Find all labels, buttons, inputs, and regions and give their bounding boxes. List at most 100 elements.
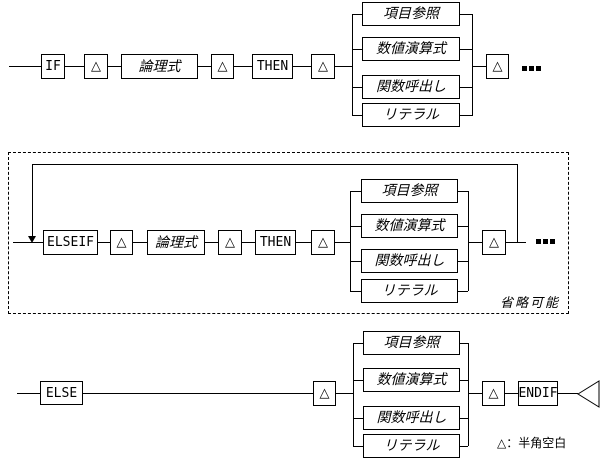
then-keyword-node: THEN	[255, 230, 296, 255]
connector-line	[353, 343, 363, 344]
connector-line	[458, 261, 468, 262]
space-node: △	[482, 381, 505, 406]
space-node: △	[313, 381, 336, 406]
endif-keyword-node: ENDIF	[518, 381, 558, 406]
space-triangle-icon: △	[91, 59, 101, 74]
connector-line	[506, 242, 526, 243]
space-triangle-icon: △	[319, 386, 330, 401]
space-node: △	[311, 54, 335, 79]
loop-line-left	[32, 164, 33, 236]
option-node-numeric-expression: 数値演算式	[361, 214, 458, 238]
connector-line	[468, 242, 482, 243]
connector-line	[472, 66, 486, 67]
connector-line	[460, 49, 472, 50]
space-node: △	[486, 54, 509, 79]
connector-line	[336, 393, 353, 394]
branch-rail-right	[468, 191, 469, 291]
option-node-function-call: 関数呼出し	[363, 406, 460, 430]
space-node: △	[218, 230, 242, 255]
space-triangle-icon: △	[217, 59, 228, 74]
connector-line	[460, 343, 468, 344]
connector-line	[460, 446, 468, 447]
connector-line	[352, 14, 362, 15]
then-keyword-node: THEN	[252, 54, 293, 79]
item-reference-label: 項目参照	[383, 6, 439, 22]
numeric-expression-label: 数値演算式	[376, 41, 446, 57]
option-node-item-reference: 項目参照	[362, 2, 460, 26]
branch-rail-right	[468, 343, 469, 446]
space-node: △	[482, 230, 506, 255]
connector-line	[350, 191, 361, 192]
space-triangle-icon: △	[116, 235, 127, 250]
connector-line	[98, 242, 110, 243]
option-node-item-reference: 項目参照	[361, 179, 458, 203]
branch-rail-left	[352, 14, 353, 116]
connector-line	[335, 242, 350, 243]
connector-line	[234, 66, 252, 67]
space-triangle-icon: △	[489, 235, 499, 250]
space-node: △	[311, 230, 335, 255]
connector-line	[17, 393, 40, 394]
space-triangle-icon: △	[318, 235, 328, 250]
function-call-label: 関数呼出し	[376, 79, 446, 95]
connector-line	[352, 49, 362, 50]
connector-line	[352, 115, 362, 116]
if-keyword-node: IF	[41, 54, 65, 79]
space-triangle-icon: △	[492, 59, 503, 74]
numeric-expression-label: 数値演算式	[374, 218, 445, 234]
else-keyword-label: ELSE	[45, 385, 78, 401]
space-node: △	[110, 230, 133, 255]
logical-expression-label: 論理式	[155, 234, 197, 251]
logical-expression-label: 論理式	[138, 58, 181, 75]
connector-line	[296, 242, 311, 243]
connector-line	[460, 87, 472, 88]
connector-line	[458, 291, 468, 292]
loop-line-right	[517, 164, 518, 242]
space-triangle-icon: △	[488, 386, 499, 401]
connector-line	[352, 87, 362, 88]
branch-rail-right	[472, 14, 473, 116]
elseif-keyword-label: ELSEIF	[47, 235, 94, 250]
then-keyword-label: THEN	[259, 235, 292, 250]
item-reference-label: 項目参照	[381, 183, 438, 199]
connector-line	[205, 242, 218, 243]
branch-rail-left	[350, 191, 351, 291]
function-call-label: 関数呼出し	[376, 410, 447, 426]
connector-line	[242, 242, 255, 243]
connector-line	[335, 66, 352, 67]
option-node-literal: リテラル	[363, 434, 460, 458]
continuation-dots-icon	[522, 66, 541, 71]
then-keyword-label: THEN	[256, 59, 289, 74]
connector-line	[460, 14, 472, 15]
connector-line	[9, 66, 41, 67]
option-node-item-reference: 項目参照	[363, 331, 460, 355]
connector-line	[350, 291, 361, 292]
option-node-numeric-expression: 数値演算式	[363, 368, 460, 392]
connector-line	[558, 393, 578, 394]
else-keyword-node: ELSE	[40, 381, 83, 405]
connector-line	[353, 418, 363, 419]
legend-note: △：半角空白	[497, 436, 567, 450]
connector-line	[13, 242, 43, 243]
logical-expression-node: 論理式	[147, 230, 205, 255]
connector-line	[460, 418, 468, 419]
endif-keyword-label: ENDIF	[518, 386, 558, 401]
connector-line	[350, 226, 361, 227]
connector-line	[293, 66, 311, 67]
connector-line	[468, 393, 482, 394]
connector-line	[505, 393, 518, 394]
literal-label: リテラル	[383, 438, 440, 454]
option-node-function-call: 関数呼出し	[362, 75, 460, 99]
connector-line	[458, 191, 468, 192]
space-node: △	[84, 54, 108, 79]
if-keyword-label: IF	[45, 59, 61, 74]
connector-line	[65, 66, 84, 67]
elseif-keyword-node: ELSEIF	[43, 230, 98, 255]
loop-line-top	[32, 164, 518, 165]
connector-line	[133, 242, 147, 243]
optional-note: 省略可能	[500, 296, 561, 311]
end-terminator-icon	[577, 380, 600, 408]
option-node-literal: リテラル	[362, 103, 460, 127]
logical-expression-node: 論理式	[121, 54, 198, 79]
